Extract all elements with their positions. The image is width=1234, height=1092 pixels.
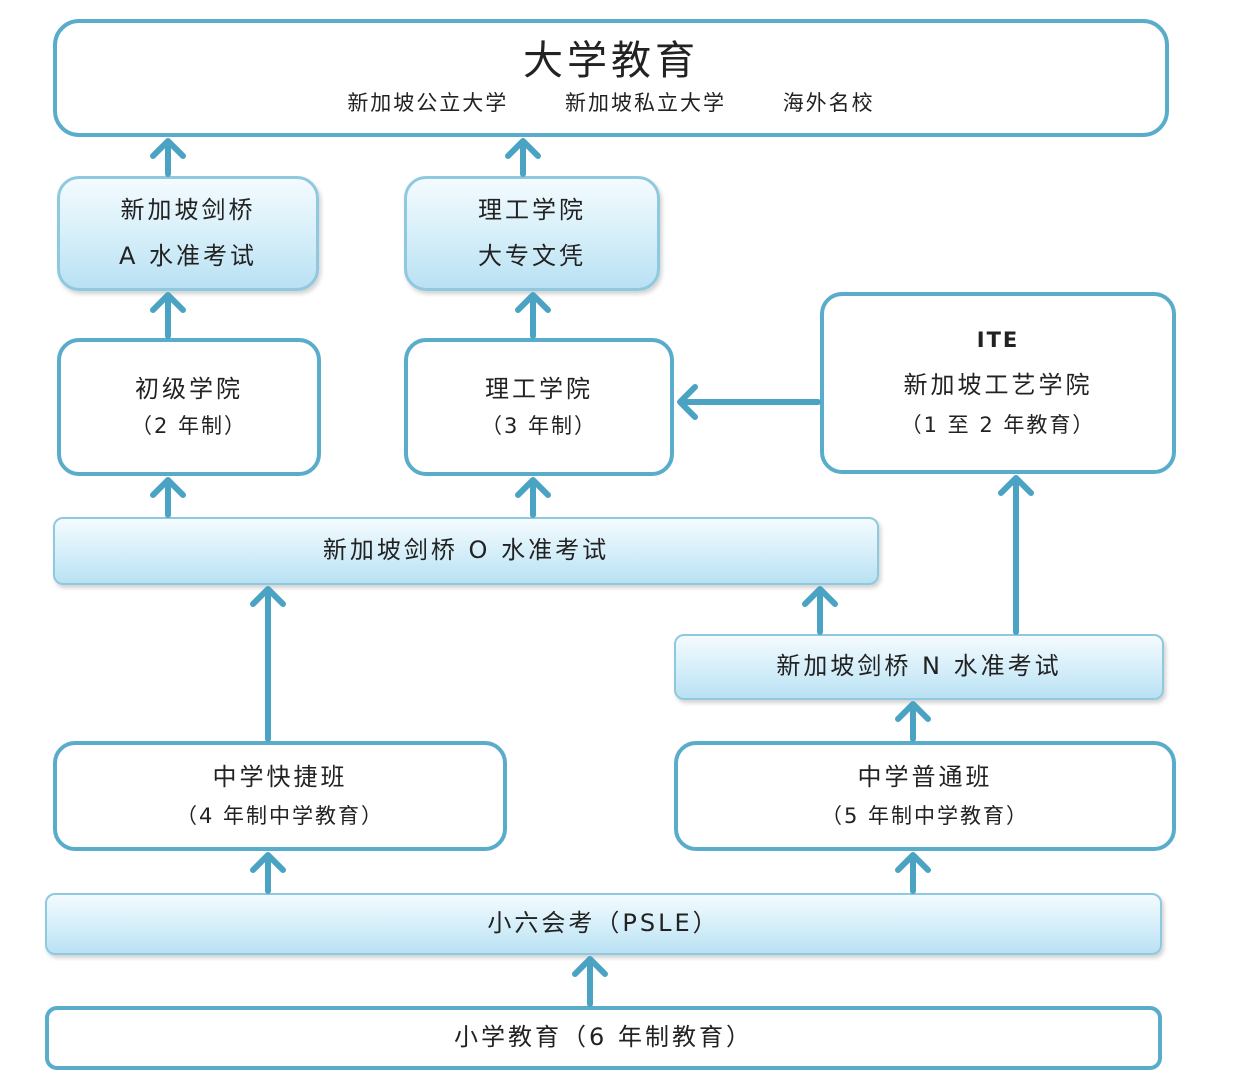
poly-diploma-line1: 理工学院 bbox=[478, 195, 586, 224]
o-level-label: 新加坡剑桥 O 水准考试 bbox=[322, 536, 610, 565]
primary-label: 小学教育（6 年制教育） bbox=[454, 1023, 753, 1052]
polytechnic-line1: 理工学院 bbox=[485, 374, 593, 403]
arrow-n-level-to-o-level bbox=[802, 586, 838, 635]
arrow-psle-to-express bbox=[250, 852, 286, 894]
arrow-express-to-o-level bbox=[250, 586, 286, 742]
a-level-line1: 新加坡剑桥 bbox=[120, 195, 256, 224]
junior-college-line2: （2 年制） bbox=[130, 414, 248, 439]
psle-box: 小六会考（PSLE） bbox=[45, 893, 1162, 955]
ite-box: ITE 新加坡工艺学院 （1 至 2 年教育） bbox=[820, 292, 1176, 474]
express-line2: （4 年制中学教育） bbox=[175, 804, 385, 829]
poly-diploma-box: 理工学院 大专文凭 bbox=[404, 176, 660, 291]
junior-college-box: 初级学院 （2 年制） bbox=[57, 338, 321, 476]
arrow-n-level-to-ite bbox=[998, 475, 1034, 635]
university-subs: 新加坡公立大学 新加坡私立大学 海外名校 bbox=[323, 89, 898, 118]
poly-diploma-line2: 大专文凭 bbox=[478, 241, 586, 270]
university-title: 大学教育 bbox=[523, 38, 699, 85]
n-level-label: 新加坡剑桥 N 水准考试 bbox=[776, 652, 1062, 681]
primary-box: 小学教育（6 年制教育） bbox=[45, 1006, 1162, 1070]
arrow-psle-to-normal bbox=[895, 852, 931, 894]
university-box: 大学教育 新加坡公立大学 新加坡私立大学 海外名校 bbox=[53, 19, 1169, 137]
arrow-o-level-to-jc bbox=[150, 477, 186, 518]
arrow-jc-to-a-level bbox=[150, 292, 186, 339]
arrow-a-level-to-university bbox=[150, 138, 186, 177]
normal-line2: （5 年制中学教育） bbox=[820, 804, 1030, 829]
arrow-ite-to-poly bbox=[677, 384, 821, 420]
express-box: 中学快捷班 （4 年制中学教育） bbox=[53, 741, 507, 851]
express-line1: 中学快捷班 bbox=[212, 762, 348, 791]
arrow-normal-to-n-level bbox=[895, 701, 931, 742]
psle-label: 小六会考（PSLE） bbox=[487, 909, 720, 938]
ite-line2: 新加坡工艺学院 bbox=[903, 371, 1093, 400]
junior-college-line1: 初级学院 bbox=[135, 374, 243, 403]
polytechnic-line2: （3 年制） bbox=[480, 414, 598, 439]
arrow-poly-to-diploma bbox=[515, 292, 551, 339]
n-level-box: 新加坡剑桥 N 水准考试 bbox=[674, 634, 1164, 700]
university-sub-private: 新加坡私立大学 bbox=[565, 91, 726, 116]
university-sub-overseas: 海外名校 bbox=[782, 91, 875, 116]
a-level-line2: A 水准考试 bbox=[118, 241, 258, 270]
arrow-o-level-to-poly bbox=[515, 477, 551, 518]
normal-box: 中学普通班 （5 年制中学教育） bbox=[674, 741, 1176, 851]
arrow-poly-diploma-to-university bbox=[505, 138, 541, 177]
o-level-box: 新加坡剑桥 O 水准考试 bbox=[53, 517, 879, 585]
arrow-primary-to-psle bbox=[572, 956, 608, 1007]
university-sub-public: 新加坡公立大学 bbox=[347, 91, 509, 116]
ite-line3: （1 至 2 年教育） bbox=[900, 412, 1096, 437]
ite-line1: ITE bbox=[976, 327, 1020, 352]
normal-line1: 中学普通班 bbox=[857, 762, 993, 791]
a-level-box: 新加坡剑桥 A 水准考试 bbox=[57, 176, 319, 291]
polytechnic-box: 理工学院 （3 年制） bbox=[404, 338, 674, 476]
